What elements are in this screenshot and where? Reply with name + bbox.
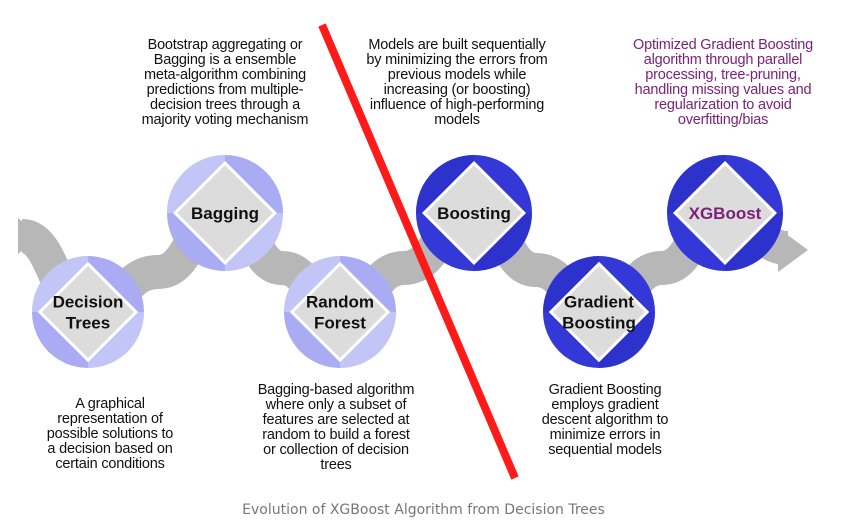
algorithm-nodes: DecisionTreesBaggingRandomForestBoosting… bbox=[32, 155, 783, 368]
diamond-in-circle-icon bbox=[37, 261, 139, 363]
node-label: Bagging bbox=[191, 204, 259, 223]
diamond-in-circle-icon bbox=[289, 261, 391, 363]
diamond-in-circle-icon bbox=[548, 261, 650, 363]
divider-line bbox=[318, 23, 519, 480]
arrow-head bbox=[778, 228, 808, 272]
diamond-in-circle-icon bbox=[172, 160, 278, 266]
node-label: Decision bbox=[53, 293, 124, 312]
node-label: Boosting bbox=[562, 314, 636, 333]
bagging-description: Bootstrap aggregating or Bagging is a en… bbox=[141, 37, 309, 128]
random-forest-description: Bagging-based algorithm where only a sub… bbox=[257, 382, 415, 473]
node-boosting: Boosting bbox=[416, 155, 532, 271]
node-label: Forest bbox=[314, 314, 366, 333]
boosting-description: Models are built sequentially by minimiz… bbox=[366, 37, 548, 128]
flow-arrows bbox=[18, 195, 808, 330]
diamond-in-circle-icon bbox=[421, 160, 527, 266]
diamond-in-circle-icon bbox=[672, 160, 778, 266]
arrow-tail bbox=[18, 218, 40, 254]
node-label: XGBoost bbox=[689, 204, 762, 223]
node-bagging: Bagging bbox=[167, 155, 283, 271]
figure-caption: Evolution of XGBoost Algorithm from Deci… bbox=[242, 502, 605, 518]
flow-band bbox=[18, 195, 790, 330]
node-label: Boosting bbox=[437, 204, 511, 223]
decision-trees-description: A graphical representation of possible s… bbox=[46, 396, 174, 472]
node-xgboost: XGBoost bbox=[667, 155, 783, 271]
node-label: Trees bbox=[66, 314, 110, 333]
xgboost-description: Optimized Gradient Boosting algorithm th… bbox=[633, 37, 813, 128]
gradient-boosting-description: Gradient Boosting employs gradient desce… bbox=[541, 382, 669, 458]
node-label: Gradient bbox=[564, 293, 634, 312]
node-label: Random bbox=[306, 293, 374, 312]
